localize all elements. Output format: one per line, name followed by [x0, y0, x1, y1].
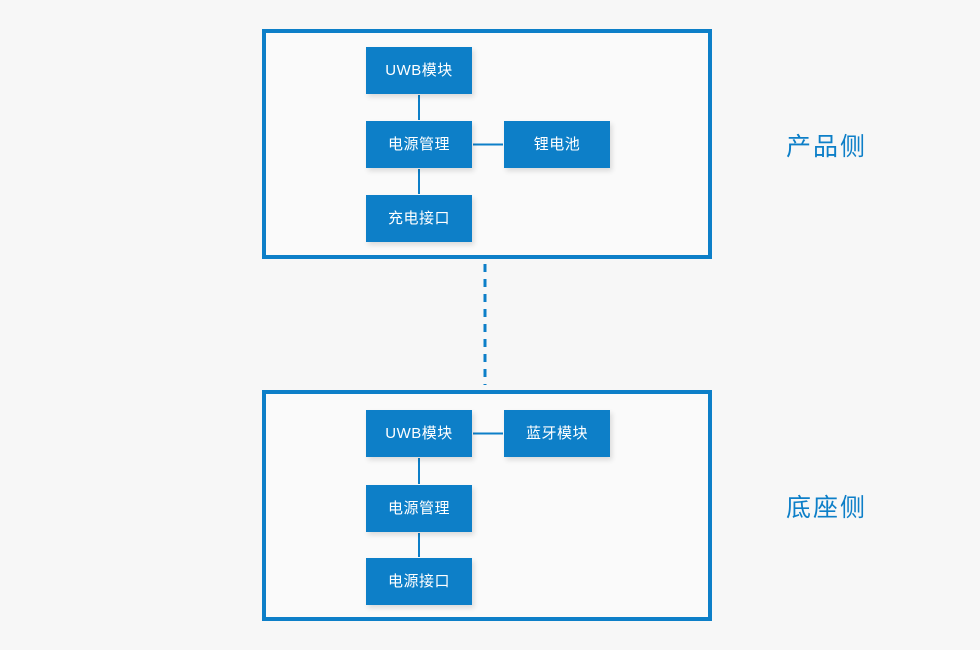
panel-label-dock-side: 底座侧	[786, 494, 868, 522]
node-lithium-battery[interactable]: 锂电池	[504, 121, 610, 168]
node-power-management-product[interactable]: 电源管理	[366, 121, 472, 168]
panel-dock-side	[262, 390, 712, 621]
panel-label-product-side: 产品侧	[786, 133, 868, 161]
node-uwb-module-dock[interactable]: UWB模块	[366, 410, 472, 457]
panel-product-side	[262, 29, 712, 259]
node-uwb-module-product[interactable]: UWB模块	[366, 47, 472, 94]
node-power-management-dock[interactable]: 电源管理	[366, 485, 472, 532]
node-power-port[interactable]: 电源接口	[366, 558, 472, 605]
node-bluetooth-module[interactable]: 蓝牙模块	[504, 410, 610, 457]
node-charging-port[interactable]: 充电接口	[366, 195, 472, 242]
